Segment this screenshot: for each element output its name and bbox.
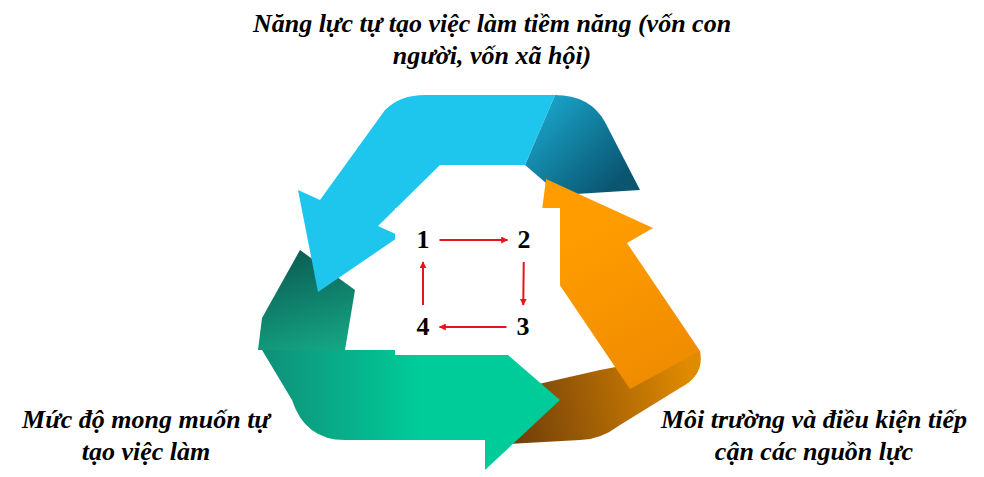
step-number: 1 (413, 224, 434, 256)
green-arrow (258, 335, 560, 470)
step-number: 2 (514, 224, 535, 256)
step-number-text: 2 (518, 226, 531, 254)
center-panel (395, 208, 560, 355)
step-number: 4 (413, 311, 434, 343)
corner-label: Môi trường và điều kiện tiếp cận các ngu… (648, 404, 980, 468)
step-number: 3 (513, 311, 534, 343)
corner-label: Mức độ mong muốn tự tạo việc làm (6, 404, 286, 468)
cycle-arrow (422, 262, 424, 305)
step-number-text: 1 (417, 226, 430, 254)
corner-label: Năng lực tự tạo việc làm tiềm năng (vốn … (232, 8, 752, 72)
step-number-text: 3 (517, 313, 530, 341)
cycle-arrow (522, 262, 524, 305)
cycle-arrow (440, 239, 508, 241)
cycle-arrow (440, 326, 507, 328)
step-number-text: 4 (417, 313, 430, 341)
